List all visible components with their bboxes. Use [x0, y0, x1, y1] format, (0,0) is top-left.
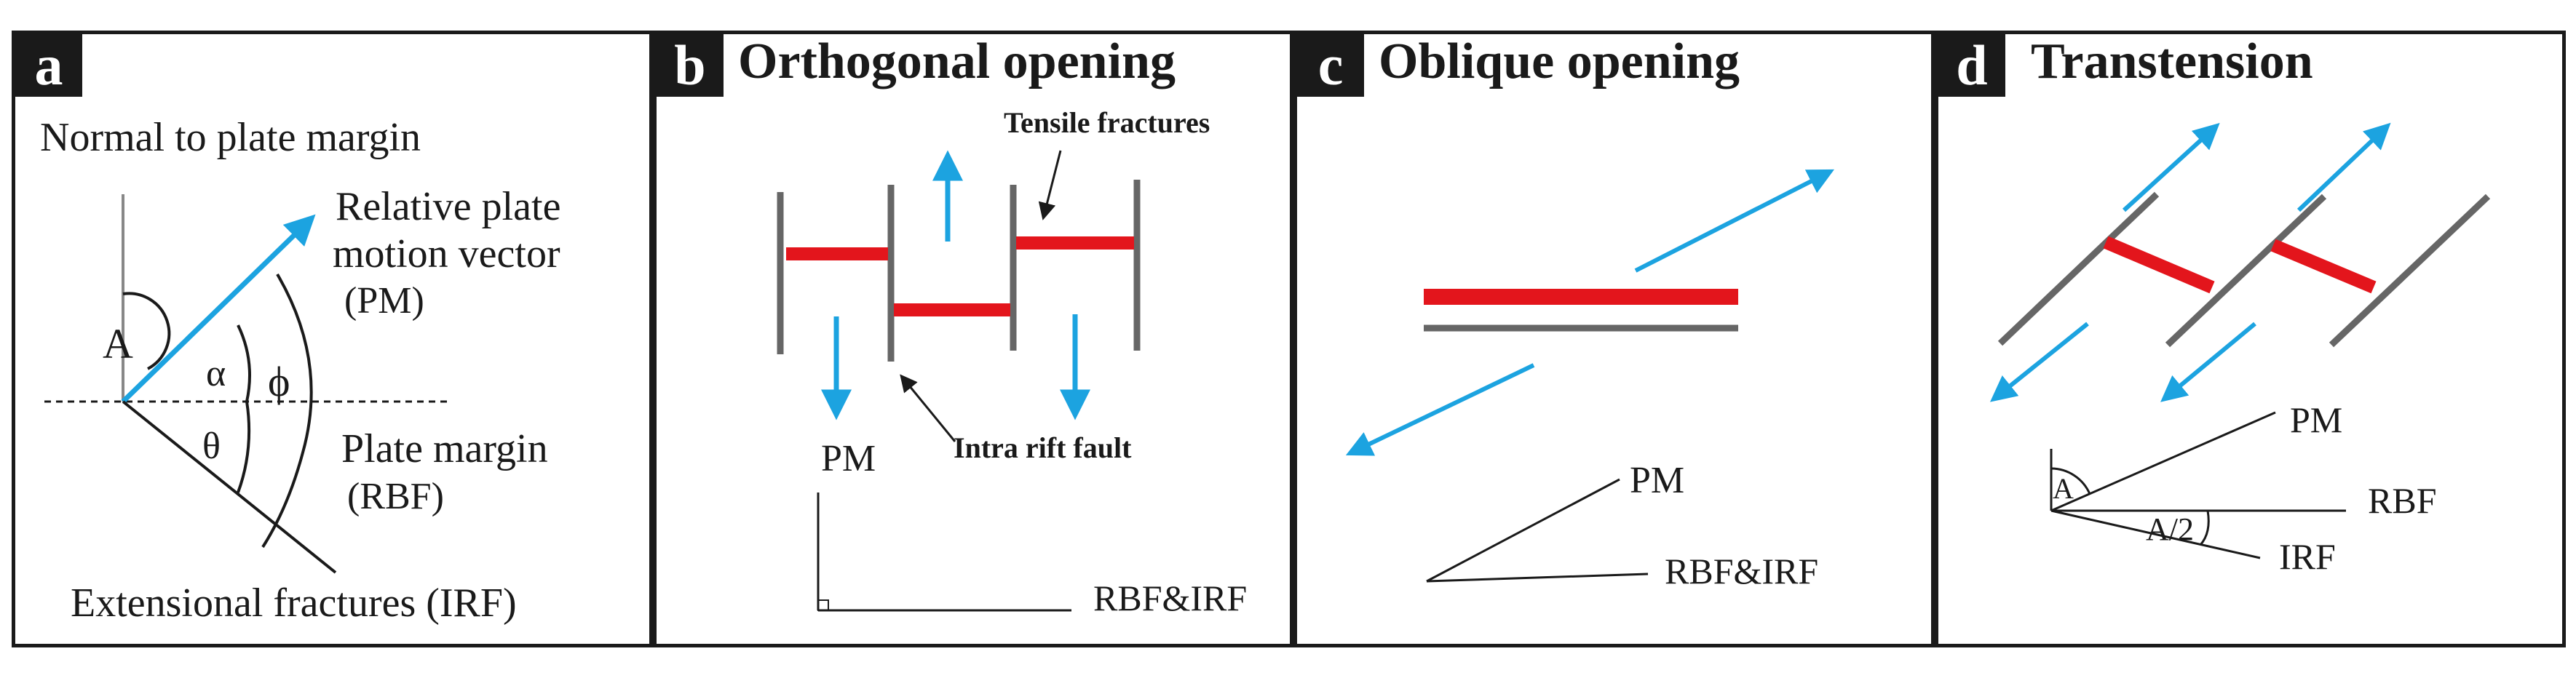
pm-arrow-down-2	[2160, 322, 2256, 402]
angle-A-label: A	[103, 320, 133, 367]
vector-label-line-3: (PM)	[344, 280, 424, 322]
irf-axis-line	[2050, 509, 2261, 559]
fault-line-3	[2329, 194, 2491, 348]
tensile-fractures-label: Tensile fractures	[1004, 106, 1210, 139]
angle-A-label: A	[2053, 472, 2074, 505]
angle-phi-label: ϕ	[268, 358, 290, 405]
pm-arrow-down-1	[1989, 322, 2089, 402]
rbf-irf-label: RBF&IRF	[1665, 551, 1818, 591]
angle-half-label: A/2	[2146, 511, 2194, 547]
vector-label-line-1: Relative plate	[336, 184, 560, 229]
angle-alpha-label: α	[206, 353, 226, 394]
normal-label: Normal to plate margin	[40, 115, 421, 160]
panel-d: d Transtension A PM RBF	[1935, 31, 2566, 647]
pm-label: PM	[2290, 399, 2342, 440]
extensional-fracture-line	[122, 400, 337, 574]
intra-rift-pointer	[900, 374, 956, 442]
panel-a: a Normal to plate margin A α ϕ θ	[12, 31, 653, 647]
rbf-axis-line	[1426, 573, 1649, 583]
relative-motion-vector	[121, 214, 316, 404]
angle-alpha-arc	[237, 324, 251, 402]
irf-label: IRF	[2279, 536, 2336, 577]
pm-arrow-up-1	[2122, 122, 2220, 212]
tensile-fracture-1	[2103, 236, 2215, 294]
panel-letter-d: d	[1938, 34, 2005, 97]
tensile-pointer	[1038, 150, 1062, 220]
pm-axis-line	[2050, 411, 2276, 512]
panel-d-diagram: A PM RBF A/2 IRF	[1989, 122, 2491, 577]
tensile-fracture-2	[2270, 239, 2377, 294]
margin-label-line-1: Plate margin	[341, 426, 548, 471]
panel-c-title: Oblique opening	[1379, 33, 1740, 89]
pm-arrow-lower-left	[1345, 363, 1535, 456]
panel-letter-b: b	[657, 34, 724, 97]
pm-arrow-upper-right	[1634, 169, 1835, 273]
margin-label-line-2: (RBF)	[347, 476, 444, 517]
angle-A-arc	[2050, 467, 2091, 495]
panel-letter-a: a	[15, 34, 82, 97]
rbf-label: RBF	[2368, 480, 2437, 521]
rbf-irf-label: RBF&IRF	[1093, 578, 1247, 618]
panel-c: c Oblique opening PM RBF&IRF	[1293, 31, 1935, 647]
intra-rift-fault-label: Intra rift fault	[954, 431, 1132, 464]
panel-c-diagram: PM RBF&IRF	[1345, 169, 1835, 591]
extensional-fracture-label: Extensional fractures (IRF)	[71, 581, 517, 626]
panel-d-title: Transtension	[2031, 33, 2313, 89]
angle-A-arc	[122, 292, 171, 370]
fault-line-2	[2165, 194, 2327, 348]
angle-theta-label: θ	[202, 426, 221, 467]
panel-b: b Orthogonal opening Tensile fractures	[653, 31, 1293, 647]
pm-label: PM	[1630, 460, 1684, 501]
vector-label-line-2: motion vector	[333, 231, 560, 276]
panel-b-title: Orthogonal opening	[738, 33, 1176, 89]
angle-theta-arc	[237, 401, 251, 493]
panel-b-diagram: Tensile fractures Intra rift fault PM RB…	[777, 106, 1247, 618]
pm-axis-line	[1426, 478, 1620, 583]
fault-line-1	[1997, 191, 2160, 346]
right-angle-mark	[817, 599, 829, 611]
panel-letter-c: c	[1297, 34, 1364, 97]
angle-phi-arc	[261, 273, 313, 549]
pm-label: PM	[821, 438, 876, 479]
angle-half-arc	[2199, 510, 2210, 546]
pm-arrow-up-2	[2296, 122, 2391, 212]
panel-a-diagram: Normal to plate margin A α ϕ θ Relative …	[40, 115, 560, 626]
